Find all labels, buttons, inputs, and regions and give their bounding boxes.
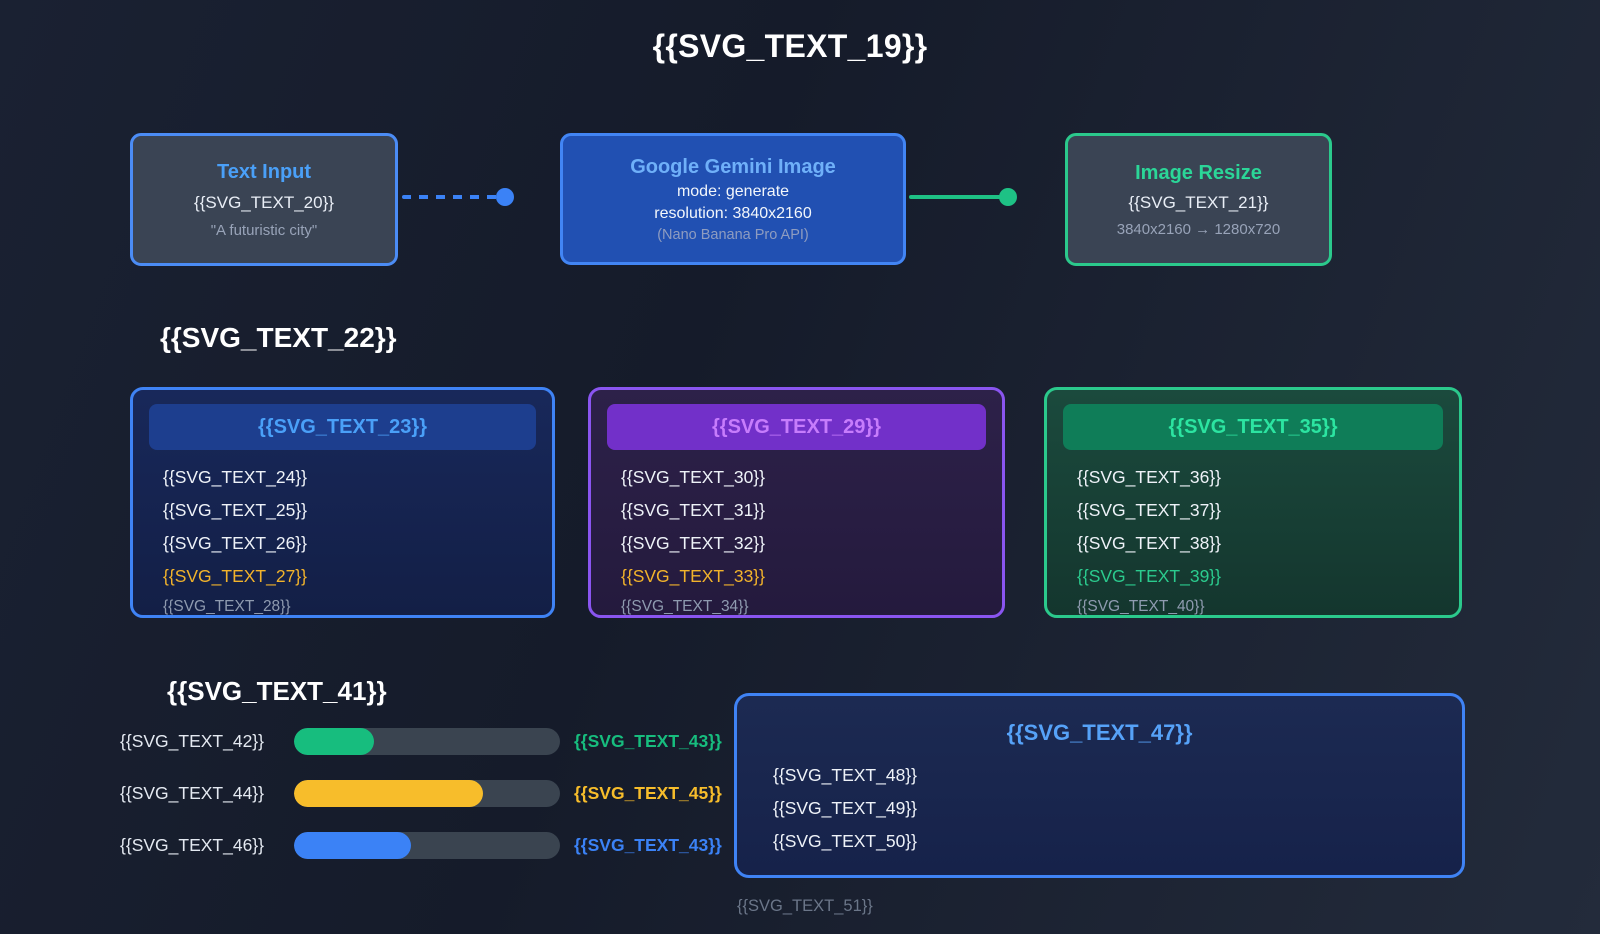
progress-value: {{SVG_TEXT_45}} [574,783,722,803]
flow-node-text-input: Text Input {{SVG_TEXT_20}} "A futuristic… [130,133,398,266]
progress-bar [294,728,560,755]
card-item: {{SVG_TEXT_25}} [163,500,307,520]
connector-dot-blue [496,188,514,206]
summary-item: {{SVG_TEXT_50}} [773,831,917,851]
progress-label: {{SVG_TEXT_44}} [120,783,264,803]
info-card-blue: {{SVG_TEXT_23}} {{SVG_TEXT_24}} {{SVG_TE… [130,387,555,618]
node-subtext: "A futuristic city" [210,221,318,239]
node-title: Google Gemini Image [630,155,836,178]
card-item-muted: {{SVG_TEXT_40}} [1077,598,1205,615]
node-detail: {{SVG_TEXT_20}} [194,192,334,212]
connector-dashed-line [402,195,498,199]
summary-card: {{SVG_TEXT_47}} {{SVG_TEXT_48}} {{SVG_TE… [734,693,1465,878]
card-item: {{SVG_TEXT_36}} [1077,467,1221,487]
card-item-muted: {{SVG_TEXT_28}} [163,598,291,615]
progress-value: {{SVG_TEXT_43}} [574,835,722,855]
node-detail: mode: generate [676,182,790,200]
card-header-pill: {{SVG_TEXT_29}} [607,404,986,450]
connector-dot-green [999,188,1017,206]
card-item: {{SVG_TEXT_26}} [163,533,307,553]
progress-label: {{SVG_TEXT_42}} [120,731,264,751]
card-item: {{SVG_TEXT_32}} [621,533,765,553]
progress-bar [294,832,560,859]
summary-item: {{SVG_TEXT_49}} [773,798,917,818]
node-detail: resolution: 3840x2160 [654,204,812,222]
node-title: Text Input [216,160,312,183]
card-item-highlight: {{SVG_TEXT_33}} [621,566,765,586]
summary-item: {{SVG_TEXT_48}} [773,765,917,785]
node-detail: {{SVG_TEXT_21}} [1128,192,1269,212]
summary-card-title: {{SVG_TEXT_47}} [1006,720,1193,745]
card-header-pill: {{SVG_TEXT_23}} [149,404,536,450]
card-item: {{SVG_TEXT_37}} [1077,500,1221,520]
info-card-green: {{SVG_TEXT_35}} {{SVG_TEXT_36}} {{SVG_TE… [1044,387,1462,618]
info-card-purple: {{SVG_TEXT_29}} {{SVG_TEXT_30}} {{SVG_TE… [588,387,1005,618]
flow-node-gemini-image: Google Gemini Image mode: generate resol… [560,133,906,265]
progress-bar-fill [294,728,374,755]
card-item: {{SVG_TEXT_30}} [621,467,765,487]
page-title: {{SVG_TEXT_19}} [652,28,928,64]
footer-note: {{SVG_TEXT_51}} [737,897,873,915]
progress-bar [294,780,560,807]
card-item: {{SVG_TEXT_24}} [163,467,307,487]
card-item: {{SVG_TEXT_31}} [621,500,765,520]
node-subtext: (Nano Banana Pro API) [657,226,809,243]
progress-bar-fill [294,780,483,807]
node-subtext: 3840x2160 → 1280x720 [1116,220,1281,238]
card-item-muted: {{SVG_TEXT_34}} [621,598,749,615]
flow-node-image-resize: Image Resize {{SVG_TEXT_21}} 3840x2160 →… [1065,133,1332,266]
progress-section-header: {{SVG_TEXT_41}} [167,676,387,706]
progress-value: {{SVG_TEXT_43}} [574,731,722,751]
progress-bar-fill [294,832,412,859]
progress-label: {{SVG_TEXT_46}} [120,835,264,855]
card-item-highlight: {{SVG_TEXT_39}} [1077,566,1221,586]
connector-solid-line [909,195,1001,199]
cards-section-header: {{SVG_TEXT_22}} [160,322,397,353]
node-title: Image Resize [1135,161,1262,184]
card-item: {{SVG_TEXT_38}} [1077,533,1221,553]
card-header-pill: {{SVG_TEXT_35}} [1063,404,1443,450]
card-item-highlight: {{SVG_TEXT_27}} [163,566,307,586]
